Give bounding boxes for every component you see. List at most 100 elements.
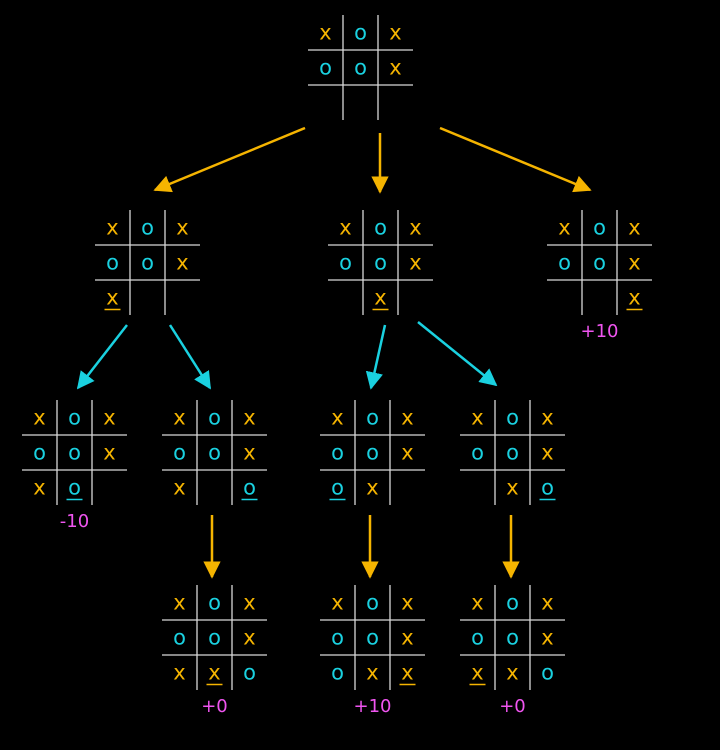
cell-mark-o: o	[173, 441, 186, 465]
cell-mark-x: x	[106, 286, 118, 310]
cell-mark-x: x	[366, 476, 378, 500]
cell-mark-o: o	[243, 476, 256, 500]
cell-mark-x: x	[401, 591, 413, 615]
cell-mark-o: o	[208, 626, 221, 650]
arrow-root-to-c	[439, 126, 592, 193]
score-label: +10	[354, 696, 392, 717]
cell-mark-o: o	[506, 591, 519, 615]
cell-mark-x: x	[103, 441, 115, 465]
cell-mark-x: x	[628, 286, 640, 310]
cell-mark-x: x	[541, 406, 553, 430]
cell-mark-x: x	[339, 216, 351, 240]
score-label: -10	[60, 511, 89, 532]
cell-mark-x: x	[628, 216, 640, 240]
cell-mark-o: o	[366, 591, 379, 615]
cell-mark-o: o	[33, 441, 46, 465]
cell-mark-o: o	[331, 476, 344, 500]
score-label: +0	[201, 696, 228, 717]
cell-mark-o: o	[506, 406, 519, 430]
cell-mark-x: x	[409, 216, 421, 240]
cell-mark-o: o	[354, 21, 367, 45]
cell-mark-o: o	[593, 216, 606, 240]
cell-mark-x: x	[33, 476, 45, 500]
cell-mark-x: x	[331, 591, 343, 615]
move-arrows	[76, 126, 592, 579]
cell-mark-x: x	[106, 216, 118, 240]
cell-mark-o: o	[593, 251, 606, 275]
cell-mark-o: o	[339, 251, 352, 275]
score-label: +0	[499, 696, 526, 717]
cell-mark-x: x	[374, 286, 386, 310]
cell-mark-x: x	[173, 661, 185, 685]
cell-mark-o: o	[331, 626, 344, 650]
cell-mark-o: o	[68, 406, 81, 430]
cell-mark-x: x	[389, 21, 401, 45]
cell-mark-x: x	[401, 626, 413, 650]
cell-mark-x: x	[506, 476, 518, 500]
cell-mark-x: x	[541, 626, 553, 650]
cell-mark-x: x	[33, 406, 45, 430]
cell-mark-o: o	[541, 476, 554, 500]
cell-mark-x: x	[243, 626, 255, 650]
cell-mark-o: o	[471, 626, 484, 650]
cell-mark-o: o	[208, 406, 221, 430]
cell-mark-x: x	[471, 591, 483, 615]
cell-mark-o: o	[331, 441, 344, 465]
cell-mark-o: o	[173, 626, 186, 650]
cell-mark-o: o	[558, 251, 571, 275]
cell-mark-o: o	[106, 251, 119, 275]
cell-mark-x: x	[401, 406, 413, 430]
cell-mark-x: x	[471, 406, 483, 430]
score-label: +10	[581, 321, 619, 342]
cell-mark-x: x	[331, 406, 343, 430]
cell-mark-x: x	[389, 56, 401, 80]
cell-mark-x: x	[401, 661, 413, 685]
cell-mark-x: x	[366, 661, 378, 685]
cell-mark-o: o	[208, 441, 221, 465]
cell-mark-o: o	[471, 441, 484, 465]
cell-mark-o: o	[243, 661, 256, 685]
cell-mark-x: x	[628, 251, 640, 275]
cell-mark-x: x	[558, 216, 570, 240]
cell-mark-x: x	[103, 406, 115, 430]
cell-mark-x: x	[173, 591, 185, 615]
cell-mark-x: x	[176, 251, 188, 275]
cell-mark-x: x	[176, 216, 188, 240]
cell-mark-o: o	[541, 661, 554, 685]
arrow-root-to-a	[153, 126, 306, 193]
cell-mark-x: x	[401, 441, 413, 465]
cell-mark-o: o	[68, 476, 81, 500]
cell-mark-o: o	[141, 216, 154, 240]
cell-mark-o: o	[331, 661, 344, 685]
cell-mark-o: o	[374, 216, 387, 240]
cell-mark-o: o	[68, 441, 81, 465]
cell-mark-o: o	[366, 406, 379, 430]
cell-mark-o: o	[141, 251, 154, 275]
cell-mark-o: o	[366, 626, 379, 650]
cell-mark-o: o	[366, 441, 379, 465]
cell-mark-x: x	[173, 406, 185, 430]
arrow-a-to-a1	[76, 324, 128, 390]
cell-mark-x: x	[541, 441, 553, 465]
cell-mark-o: o	[319, 56, 332, 80]
arrow-b-to-b2	[417, 321, 498, 387]
cell-mark-x: x	[243, 441, 255, 465]
cell-mark-x: x	[243, 406, 255, 430]
cell-mark-o: o	[506, 626, 519, 650]
cell-mark-o: o	[208, 591, 221, 615]
cell-mark-x: x	[506, 661, 518, 685]
cell-mark-x: x	[208, 661, 220, 685]
cell-mark-x: x	[409, 251, 421, 275]
arrow-b-to-b1	[365, 324, 387, 390]
